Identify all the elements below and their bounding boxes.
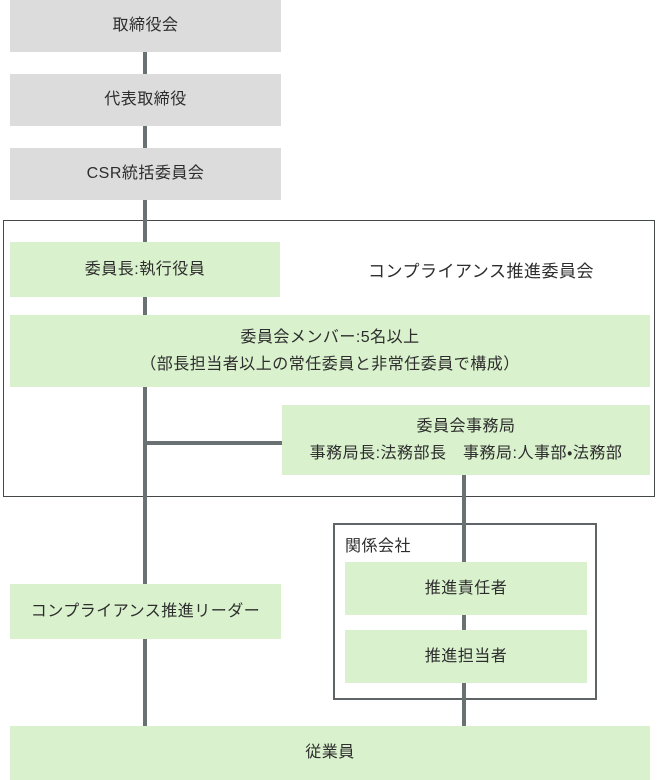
- node-employees: 従業員: [10, 726, 650, 780]
- connector-secretariat-branch: [143, 441, 282, 445]
- secretariat-detail: 事務局長:法務部長 事務局:人事部・法務部: [309, 445, 623, 462]
- connector-left-vertical: [143, 52, 147, 726]
- committee-members-line2: （部長担当者以上の常任委員と非常任委員で構成）: [140, 356, 520, 373]
- node-committee-secretariat: 委員会事務局 事務局長:法務部長 事務局:人事部・法務部: [282, 405, 650, 475]
- compliance-committee-frame: [3, 220, 655, 497]
- node-committee-members: 委員会メンバー:5名以上 （部長担当者以上の常任委員と非常任委員で構成）: [10, 315, 650, 387]
- node-board-of-directors: 取締役会: [10, 0, 281, 52]
- committee-members-line1: 委員会メンバー:5名以上: [240, 329, 420, 346]
- node-csr-supervisory-committee: CSR統括委員会: [10, 148, 281, 200]
- node-committee-chair: 委員長:執行役員: [10, 242, 280, 297]
- node-promotion-staff: 推進担当者: [345, 630, 587, 683]
- secretariat-title: 委員会事務局: [416, 418, 516, 435]
- node-compliance-promotion-leader: コンプライアンス推進リーダー: [10, 584, 281, 639]
- node-promotion-manager: 推進責任者: [345, 562, 587, 615]
- related-companies-label: 関係会社: [345, 538, 412, 555]
- compliance-committee-title: コンプライアンス推進委員会: [368, 262, 594, 281]
- node-representative-director: 代表取締役: [10, 74, 281, 126]
